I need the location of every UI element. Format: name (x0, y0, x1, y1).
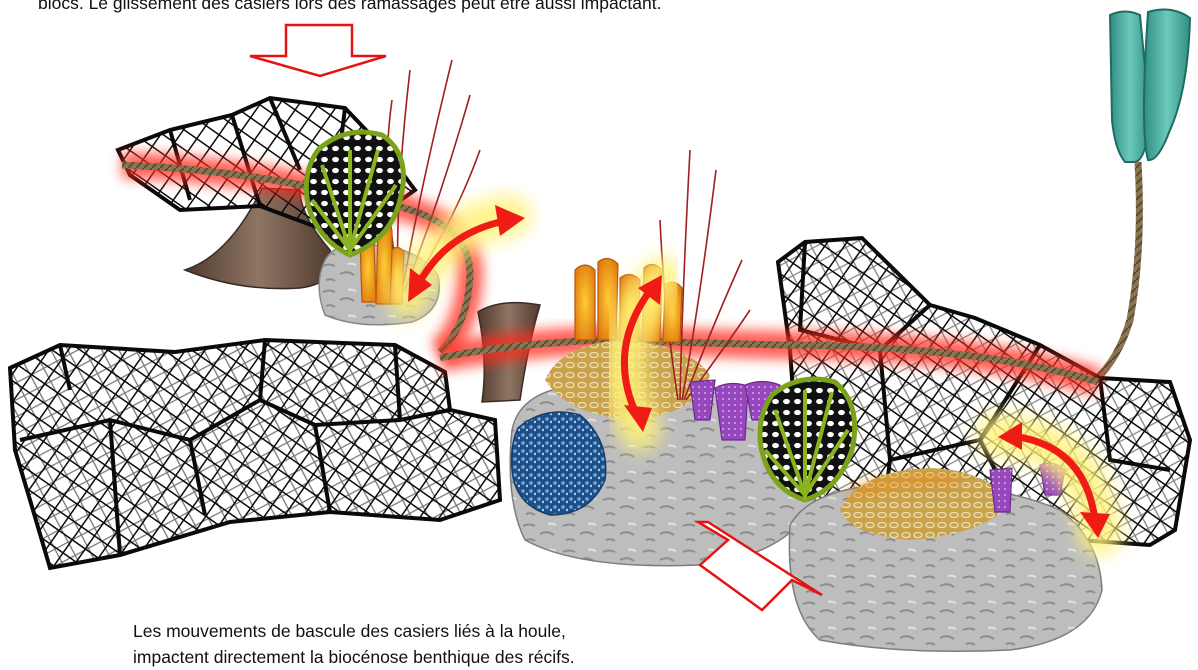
blue-urchin-sponge (512, 412, 606, 515)
caption-bottom: Les mouvements de bascule des casiers li… (133, 618, 755, 670)
caption-bottom-line-1: Les mouvements de bascule des casiers li… (133, 618, 755, 644)
buoy-line (1095, 162, 1139, 380)
hollow-down-arrow-icon (250, 25, 386, 76)
caption-bottom-line-2: impactent directement la biocénose benth… (133, 644, 755, 670)
buoy (1110, 10, 1190, 162)
bottom-left-trap-stack (10, 340, 500, 568)
